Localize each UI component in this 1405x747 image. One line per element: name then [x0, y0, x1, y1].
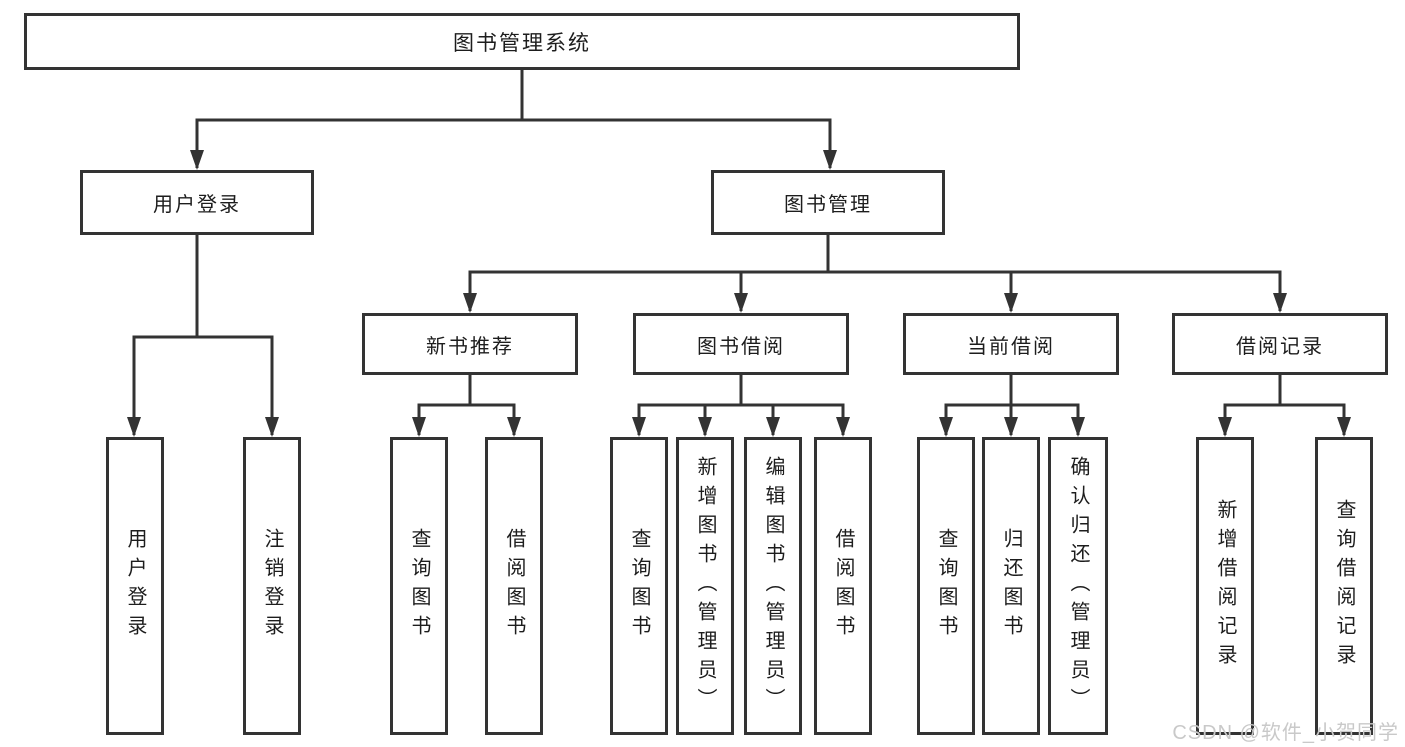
- leaf-label: 归还图书: [1000, 528, 1022, 644]
- node-book-management: 图书管理: [711, 170, 945, 235]
- connector-book-mgmt-to-level3: [463, 233, 1287, 313]
- connector-root-to-level2: [190, 68, 837, 170]
- node-new-book-recommendation: 新书推荐: [362, 313, 578, 375]
- leaf-label: 查询借阅记录: [1333, 499, 1355, 673]
- connector-borrow-record-branch: [1218, 373, 1351, 437]
- connector-user-login-branch: [127, 233, 279, 437]
- leaf-borrow-books: 借阅图书: [485, 437, 543, 735]
- leaf-label: 新增图书（管理员）: [694, 455, 716, 717]
- node-current-borrowing: 当前借阅: [903, 313, 1119, 375]
- leaf-edit-books-admin: 编辑图书（管理员）: [744, 437, 802, 735]
- leaf-add-borrow-record: 新增借阅记录: [1196, 437, 1254, 735]
- leaf-confirm-return-admin: 确认归还（管理员）: [1048, 437, 1108, 735]
- leaf-logout: 注销登录: [243, 437, 301, 735]
- leaf-label: 查询图书: [935, 528, 957, 644]
- connector-new-book-branch: [412, 373, 521, 437]
- connector-book-borrow-branch: [632, 373, 850, 437]
- connector-current-borrow-branch: [939, 373, 1085, 437]
- node-library-management-system: 图书管理系统: [24, 13, 1020, 70]
- leaf-label: 确认归还（管理员）: [1067, 455, 1089, 717]
- leaf-label: 借阅图书: [503, 528, 525, 644]
- leaf-label: 借阅图书: [832, 528, 854, 644]
- leaf-query-books: 查询图书: [390, 437, 448, 735]
- node-user-login: 用户登录: [80, 170, 314, 235]
- csdn-watermark: CSDN @软件_小贺同学: [1172, 722, 1399, 744]
- leaf-add-books-admin: 新增图书（管理员）: [676, 437, 734, 735]
- node-book-borrowing: 图书借阅: [633, 313, 849, 375]
- leaf-label: 查询图书: [628, 528, 650, 644]
- node-borrowing-records: 借阅记录: [1172, 313, 1388, 375]
- leaf-return-books: 归还图书: [982, 437, 1040, 735]
- leaf-query-books: 查询图书: [610, 437, 668, 735]
- leaf-label: 新增借阅记录: [1214, 499, 1236, 673]
- leaf-label: 用户登录: [124, 528, 146, 644]
- leaf-borrow-books: 借阅图书: [814, 437, 872, 735]
- leaf-label: 查询图书: [408, 528, 430, 644]
- leaf-user-login: 用户登录: [106, 437, 164, 735]
- leaf-query-borrow-record: 查询借阅记录: [1315, 437, 1373, 735]
- leaf-label: 注销登录: [261, 528, 283, 644]
- leaf-query-books: 查询图书: [917, 437, 975, 735]
- leaf-label: 编辑图书（管理员）: [762, 455, 784, 717]
